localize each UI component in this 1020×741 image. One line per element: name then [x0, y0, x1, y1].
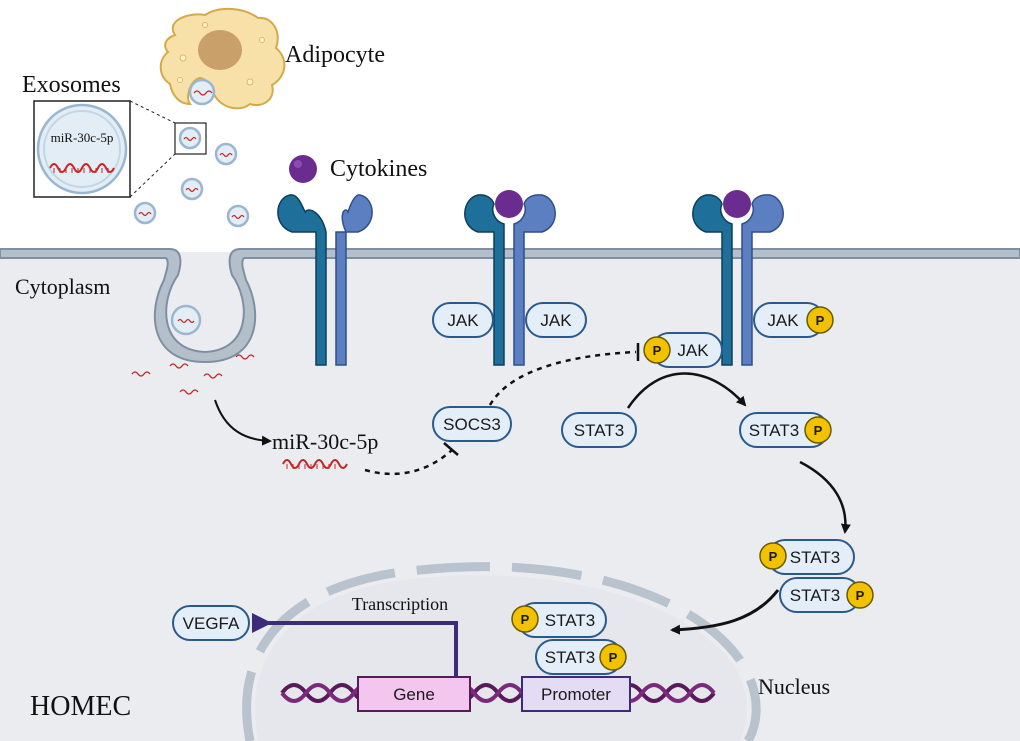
budding-exosome — [188, 78, 216, 106]
adipocyte-cell — [159, 7, 286, 110]
svg-text:STAT3: STAT3 — [545, 611, 595, 630]
svg-text:STAT3: STAT3 — [790, 586, 840, 605]
svg-text:P: P — [856, 588, 865, 603]
phospho-badge — [599, 643, 627, 671]
phospho-badge — [759, 542, 787, 570]
stat3-phosphorylated: STAT3 P — [739, 412, 832, 448]
phospho-badge — [806, 306, 834, 334]
phospho-badge — [511, 605, 539, 633]
stat3-dimerization-arrow — [799, 460, 851, 534]
adipocyte-label: Adipocyte — [285, 42, 385, 68]
svg-text:VEGFA: VEGFA — [183, 614, 240, 633]
phospho-badge — [804, 416, 832, 444]
exosome-large — [36, 103, 128, 195]
svg-text:P: P — [521, 612, 530, 627]
svg-text:P: P — [609, 650, 618, 665]
socs3-protein: SOCS3 — [432, 406, 512, 442]
nucleus-label: Nucleus — [758, 674, 830, 699]
svg-text:SOCS3: SOCS3 — [443, 415, 501, 434]
cell-membrane — [0, 248, 1020, 364]
cytoplasm-label: Cytoplasm — [15, 274, 110, 299]
svg-text:JAK: JAK — [677, 341, 709, 360]
jak-phosphorylated-left: JAK P — [643, 332, 723, 368]
svg-text:Gene: Gene — [393, 685, 435, 704]
receptor-active — [692, 190, 784, 366]
promoter-region: Promoter — [521, 676, 631, 712]
adipocyte-nucleus — [198, 30, 242, 70]
transcription-label: Transcription — [352, 594, 448, 614]
svg-text:JAK: JAK — [540, 311, 572, 330]
cell-type-label: HOMEC — [30, 691, 131, 722]
nuclear-translocation-arrow — [670, 589, 780, 635]
jak-left: JAK — [432, 302, 494, 338]
svg-text:STAT3: STAT3 — [749, 421, 799, 440]
svg-text:STAT3: STAT3 — [574, 421, 624, 440]
svg-text:STAT3: STAT3 — [545, 648, 595, 667]
mirna-label: miR-30c-5p — [272, 429, 378, 454]
receptor-unbound — [277, 194, 373, 366]
cytokine-legend-icon — [289, 155, 317, 183]
mirna-release-arrow — [214, 399, 272, 446]
mirna-inhibits-socs3 — [364, 449, 453, 476]
svg-text:JAK: JAK — [447, 311, 479, 330]
inset-mirna-label: miR-30c-5p — [51, 130, 114, 145]
phospho-badge — [846, 581, 874, 609]
receptor-bound — [464, 190, 556, 366]
dna-helix — [280, 683, 716, 703]
stat3-dimer-cytoplasm: STAT3 P STAT3 P — [759, 539, 874, 613]
svg-text:P: P — [816, 313, 825, 328]
floating-exosomes — [133, 126, 250, 228]
gene-region: Gene — [357, 676, 471, 712]
released-mirna-fragments — [131, 354, 255, 395]
svg-text:P: P — [769, 549, 778, 564]
svg-text:STAT3: STAT3 — [790, 548, 840, 567]
vegfa-protein: VEGFA — [172, 605, 250, 641]
svg-text:Promoter: Promoter — [541, 685, 611, 704]
svg-text:P: P — [814, 423, 823, 438]
jak-phosphorylated-right: JAK P — [753, 302, 834, 338]
svg-text:P: P — [653, 343, 662, 358]
cytokines-label: Cytokines — [330, 156, 427, 182]
active-cytokine — [723, 190, 751, 218]
exosomes-label: Exosomes — [22, 72, 121, 98]
phospho-badge — [643, 336, 671, 364]
jak-right: JAK — [525, 302, 587, 338]
bound-cytokine — [495, 190, 523, 218]
transcription-arrow — [252, 613, 458, 677]
stat3-inactive: STAT3 — [561, 412, 637, 448]
socs3-inhibits-jak — [488, 350, 637, 406]
stat3-dimer-nucleus: STAT3 P STAT3 P — [511, 602, 627, 675]
stat3-phosphorylation-arrow — [626, 372, 747, 409]
svg-text:JAK: JAK — [767, 311, 799, 330]
exosome-zoom-box — [174, 122, 207, 155]
